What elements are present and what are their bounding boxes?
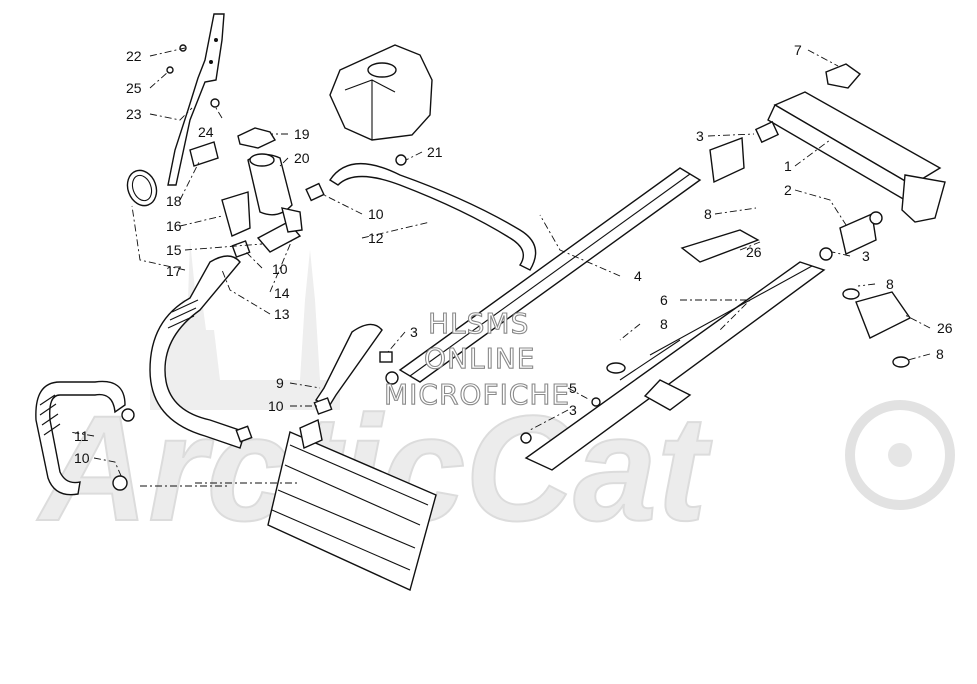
nut-part-24 [210, 98, 220, 108]
clamp-part-10 [305, 182, 325, 202]
bracket-hole [214, 38, 218, 42]
coolant-tank [329, 44, 433, 141]
leader-lines [69, 47, 931, 487]
grommet-part-8 [842, 288, 860, 300]
callout-19: 19 [294, 126, 310, 142]
exchanger-4-centerline [409, 173, 691, 377]
clamp-part-3 [819, 247, 833, 261]
clip-part-7 [825, 63, 862, 89]
watermark-line-3: MICROFICHE [384, 378, 570, 411]
hose-part-2-upper [709, 137, 745, 184]
callout-3: 3 [569, 402, 577, 418]
callout-20: 20 [294, 150, 310, 166]
hose-part-12 [329, 163, 537, 271]
label-part-18 [189, 141, 219, 167]
heat-exchanger-part-6 [524, 261, 826, 471]
callout-13: 13 [274, 306, 290, 322]
text-watermark: HLSMS ONLINE MICROFICHE [383, 306, 570, 411]
fitting-part-5 [591, 397, 601, 407]
heat-exchanger-1-bracket [901, 174, 946, 223]
grommet-part-8 [606, 362, 626, 374]
callout-10: 10 [74, 450, 90, 466]
hose-13-ribs [167, 299, 199, 329]
callout-1: 1 [784, 158, 792, 174]
cap-gasket-part-19 [237, 127, 277, 149]
watermark-wheel-hub [888, 443, 912, 467]
callout-11: 11 [74, 428, 89, 444]
callout-8: 8 [660, 316, 668, 332]
callout-7: 7 [794, 42, 802, 58]
skyline-silhouette [150, 240, 340, 410]
callout-4: 4 [634, 268, 642, 284]
callout-10: 10 [272, 261, 288, 277]
callout-22: 22 [126, 48, 142, 64]
callout-12: 12 [368, 230, 384, 246]
callout-23: 23 [126, 106, 142, 122]
clamp-part-10 [235, 425, 253, 443]
callout-21: 21 [427, 144, 443, 160]
callout-labels: 22 25 23 24 19 20 21 18 16 15 17 10 12 1… [74, 42, 953, 466]
callout-8: 8 [936, 346, 944, 362]
clamp-part-10 [231, 240, 251, 258]
clamp-part-10 [313, 397, 333, 415]
callout-14: 14 [274, 285, 290, 301]
exchanger-6-flange [643, 379, 692, 411]
bracket-part-26-upper [680, 229, 760, 263]
callout-8: 8 [886, 276, 894, 292]
callout-2: 2 [784, 182, 792, 198]
bolt-part-25 [166, 66, 174, 74]
callout-5: 5 [569, 380, 577, 396]
bracket-part-23 [167, 13, 225, 186]
callout-26: 26 [937, 320, 953, 336]
plate-rib-lines [271, 444, 429, 571]
clamp-part-3 [754, 120, 780, 144]
callout-6: 6 [660, 292, 668, 308]
tank-cap [367, 62, 397, 78]
callout-25: 25 [126, 80, 142, 96]
clamp-part-10 [121, 408, 135, 422]
callout-8: 8 [704, 206, 712, 222]
strap-inner [131, 174, 153, 202]
elbow-part-15-outlet [281, 207, 303, 233]
hose-part-2-lower [839, 212, 877, 256]
callout-10: 10 [368, 206, 384, 222]
callout-26: 26 [746, 244, 762, 260]
callout-18: 18 [166, 193, 182, 209]
callout-9: 9 [276, 375, 284, 391]
tank-outline-detail [344, 79, 396, 140]
callout-10: 10 [268, 398, 284, 414]
hose-11-ribs [39, 394, 61, 436]
tank-fitting-21 [395, 154, 407, 166]
bottle-cap [249, 153, 275, 167]
callout-3: 3 [696, 128, 704, 144]
fitting-part-3 [385, 371, 399, 385]
watermark-wheel [845, 400, 955, 510]
clamp-part-3 [869, 211, 883, 225]
exchanger-6-detail [619, 265, 813, 381]
clamp-part-10 [112, 475, 128, 491]
fitting-part-3 [520, 432, 532, 444]
watermark-line-2: ONLINE [424, 342, 535, 375]
callout-16: 16 [166, 218, 182, 234]
callout-3: 3 [862, 248, 870, 264]
hose-part-11 [35, 380, 126, 496]
callout-3: 3 [410, 324, 418, 340]
callout-24: 24 [198, 124, 214, 140]
bracket-hole [209, 60, 213, 64]
bracket-part-16 [221, 191, 251, 237]
heat-exchanger-plate [267, 431, 437, 591]
callout-17: 17 [166, 263, 182, 279]
bracket-part-26-lower [855, 291, 912, 339]
strap-part-17 [126, 169, 158, 207]
plate-fitting [299, 419, 323, 449]
hose-part-13 [149, 255, 246, 449]
clamp-part-3 [379, 351, 393, 363]
watermark-line-1: HLSMS [428, 307, 529, 340]
callout-15: 15 [166, 242, 182, 258]
grommet-part-8 [892, 356, 910, 368]
